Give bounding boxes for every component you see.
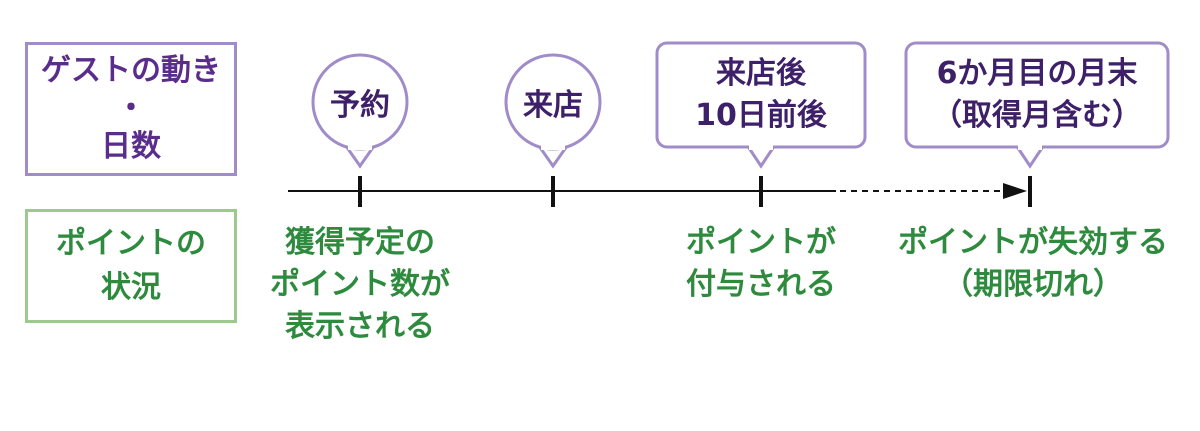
event-after-visit-label: 来店後 10日前後 — [695, 56, 827, 133]
callout-after-visit — [655, 41, 867, 169]
callout-expiry — [904, 41, 1170, 169]
event-expiry-label: 6か月目の月末 （取得月含む） — [932, 56, 1142, 133]
status-points-granted: ポイントが 付与される — [686, 225, 836, 302]
callout-reservation — [311, 53, 409, 169]
event-reservation-label: 予約 — [330, 88, 390, 123]
arrow-head-icon — [1003, 183, 1027, 199]
row-label-point-status-text: ポイントの 状況 — [56, 226, 206, 305]
row-label-guest-days-text: ゲストの動き ・ 日数 — [41, 53, 221, 164]
row-label-guest-days: ゲストの動き ・ 日数 — [25, 42, 237, 176]
status-points-shown: 獲得予定の ポイント数が 表示される — [270, 225, 450, 344]
callout-visit — [504, 53, 602, 169]
status-points-expired: ポイントが失効する （期限切れ） — [898, 225, 1168, 302]
event-visit-label: 来店 — [523, 88, 583, 123]
row-label-point-status: ポイントの 状況 — [25, 209, 237, 323]
